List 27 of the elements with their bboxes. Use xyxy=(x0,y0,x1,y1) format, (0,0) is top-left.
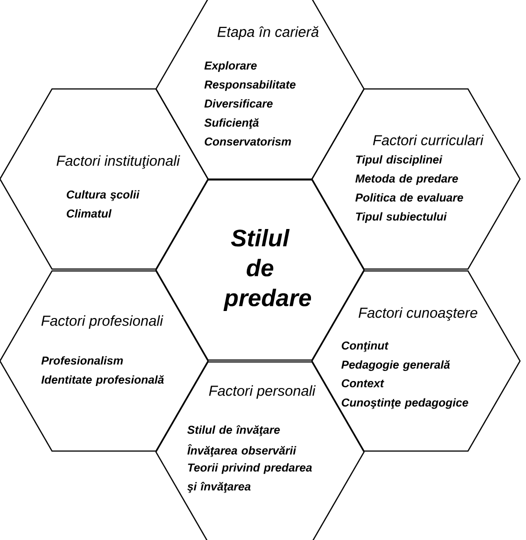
list-item: Metoda de predare xyxy=(355,174,458,185)
list-item: Identitate profesională xyxy=(41,375,164,386)
hex-title: Factori curriculari xyxy=(373,134,484,146)
list-item: Suficienţă xyxy=(204,118,259,129)
list-item: Politica de evaluare xyxy=(355,193,464,202)
list-item: Conservatorism xyxy=(204,137,291,146)
hex-title: Factori cunoaştere xyxy=(358,307,478,321)
list-item: Teorii privind predarea şi învăţarea xyxy=(187,463,312,493)
list-item: Cultura şcolii xyxy=(66,190,140,201)
list-item: Stilul de învăţare xyxy=(187,425,280,436)
list-item: Pedagogie generală xyxy=(341,360,450,371)
center-title: Stilul de predare xyxy=(223,228,312,312)
hex-title: Factori instituţionali xyxy=(56,155,180,169)
list-item: Explorare xyxy=(204,61,257,72)
list-item: Profesionalism xyxy=(41,356,123,365)
hex-title: Etapa în carieră xyxy=(217,26,318,40)
list-item: Responsabilitate xyxy=(204,80,296,91)
list-item: Conţinut xyxy=(342,341,389,352)
list-item: Tipul disciplinei xyxy=(356,155,442,166)
list-item: Diversificare xyxy=(204,99,273,108)
hex-title: Factori personali xyxy=(209,385,316,399)
list-item: Cunoştinţe pedagogice xyxy=(342,398,468,409)
list-item: Context xyxy=(342,379,384,388)
hex-title: Factori profesionali xyxy=(41,315,164,329)
list-item: Tipul subiectului xyxy=(356,212,447,223)
list-item: Climatul xyxy=(66,209,112,218)
list-item: Învăţarea observării xyxy=(187,444,296,457)
